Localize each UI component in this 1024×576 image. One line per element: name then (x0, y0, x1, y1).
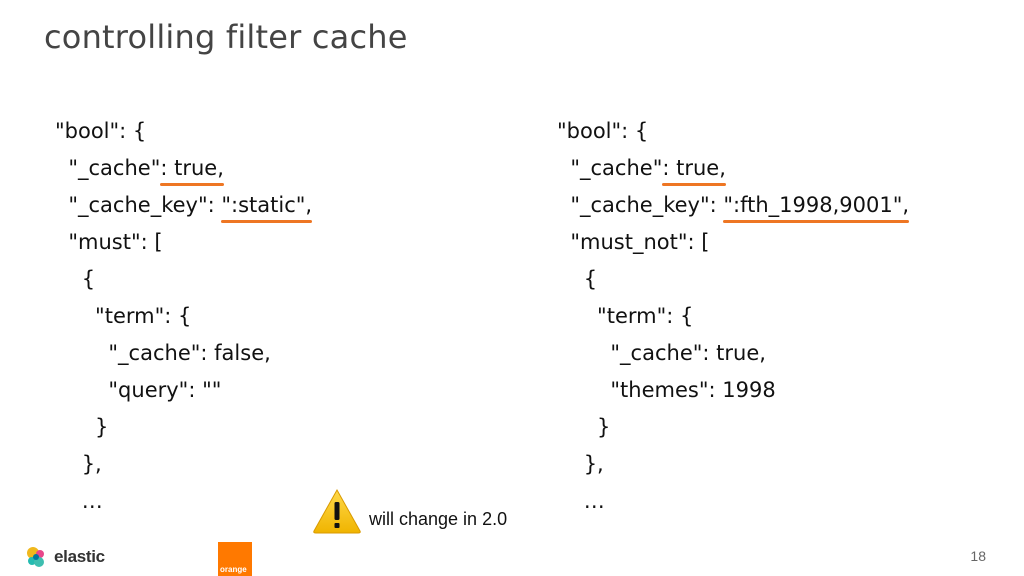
warning-icon (313, 488, 361, 534)
code-line: "_cache": true, (557, 150, 909, 187)
orange-logo: orange (218, 542, 252, 576)
highlighted-code: : true, (662, 150, 726, 187)
code-line: "_cache_key": ":static", (55, 187, 312, 224)
left-code-block: "bool": { "_cache": true, "_cache_key": … (55, 113, 312, 520)
slide-title: controlling filter cache (44, 18, 408, 56)
right-code-block: "bool": { "_cache": true, "_cache_key": … (557, 113, 909, 520)
code-line: "bool": { (557, 119, 649, 143)
code-line: "themes": 1998 (557, 378, 776, 402)
code-line: } (55, 415, 109, 439)
code-line: "term": { (557, 304, 694, 328)
code-line: }, (557, 452, 604, 476)
code-line: "must": [ (55, 230, 163, 254)
highlighted-code: ":static", (221, 187, 312, 224)
code-line: }, (55, 452, 102, 476)
elastic-logo-icon (27, 547, 44, 567)
code-line: "term": { (55, 304, 192, 328)
elastic-logo: elastic (24, 543, 105, 571)
code-line: "_cache": true, (55, 150, 312, 187)
code-line: "query": "" (55, 378, 222, 402)
highlighted-code: ":fth_1998,9001", (723, 187, 909, 224)
code-line: "_cache": true, (557, 341, 766, 365)
code-text: "_cache_key": (557, 193, 724, 217)
code-line: "bool": { (55, 119, 147, 143)
code-line: { (55, 267, 96, 291)
code-line: … (557, 489, 605, 513)
warning-text: will change in 2.0 (369, 509, 508, 529)
code-line: } (557, 415, 611, 439)
elastic-wordmark: elastic (54, 547, 105, 566)
code-text: "_cache" (55, 156, 161, 180)
code-text: "_cache_key": (55, 193, 222, 217)
code-line: { (557, 267, 598, 291)
code-line: "_cache": false, (55, 341, 271, 365)
orange-wordmark: orange (220, 565, 247, 574)
code-text: "_cache" (557, 156, 663, 180)
page-number: 18 (970, 548, 986, 564)
code-line: "must_not": [ (557, 230, 710, 254)
code-line: "_cache_key": ":fth_1998,9001", (557, 187, 909, 224)
highlighted-code: : true, (160, 150, 224, 187)
code-line: … (55, 489, 103, 513)
